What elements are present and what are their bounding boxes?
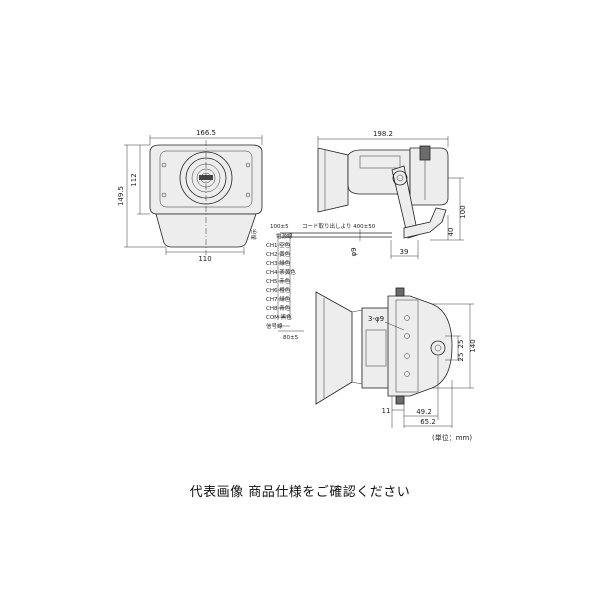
wire-label: CH2 黄色 (266, 250, 291, 258)
side-offset-39-label: 39 (400, 248, 409, 256)
side-view: 198.2 100 40 39 φ9 100±5 コード取り出しより 400±5… (270, 130, 467, 259)
dim-25b-label: 25 (457, 353, 465, 362)
front-width-label: 166.5 (196, 129, 216, 137)
cable-diameter-label: φ9 (350, 247, 358, 256)
side-height-40-label: 40 (447, 228, 455, 237)
side-height-100-label: 100 (459, 205, 467, 218)
wiring-header-2: 表示 (250, 228, 258, 240)
top-view: 3-φ9 140 25 25 11 49.2 65.2 (単位：mm) (315, 287, 477, 442)
wire-label: CH6 橙色 (266, 286, 291, 294)
wire-label: CH7 緑色 (266, 295, 291, 303)
wire-label: CH5 赤色 (266, 277, 291, 285)
dim-140-label: 140 (469, 339, 477, 352)
cable-length-label: 100±5 (270, 224, 289, 230)
front-view: 166.5 149.5 112 110 (117, 129, 263, 263)
wire-label: 信号線 (266, 322, 283, 330)
wire-label: CH3 緑色 (266, 259, 291, 267)
wire-label: COM 黒色 (266, 313, 292, 321)
front-bottom-width-label: 110 (198, 255, 211, 263)
front-height-inner-label: 112 (130, 173, 138, 186)
wiring-header: 電源線 (276, 232, 293, 240)
wiring-bottom-label: 80±5 (283, 335, 299, 341)
dim-65-2-label: 65.2 (420, 418, 436, 426)
front-height-outer-label: 149.5 (117, 186, 125, 206)
wire-label: CH1 空色 (266, 241, 291, 249)
wiring-diagram: 電源線 表示 CH1 空色 CH2 黄色 CH3 緑色 CH4 茶黄色 CH5 … (250, 228, 304, 341)
dim-49-2-label: 49.2 (416, 408, 432, 416)
side-depth-label: 198.2 (373, 130, 393, 138)
wire-label: CH8 青色 (266, 304, 291, 312)
wire-label: CH4 茶黄色 (266, 268, 296, 276)
holes-label: 3-φ9 (368, 315, 384, 323)
dim-25a-label: 25 (457, 340, 465, 349)
cord-length-label: コード取り出しより 400±50 (302, 222, 376, 230)
unit-note: (単位：mm) (432, 433, 472, 442)
dim-11-label: 11 (382, 407, 391, 415)
caption: 代表画像 商品仕様をご確認ください (189, 485, 411, 500)
